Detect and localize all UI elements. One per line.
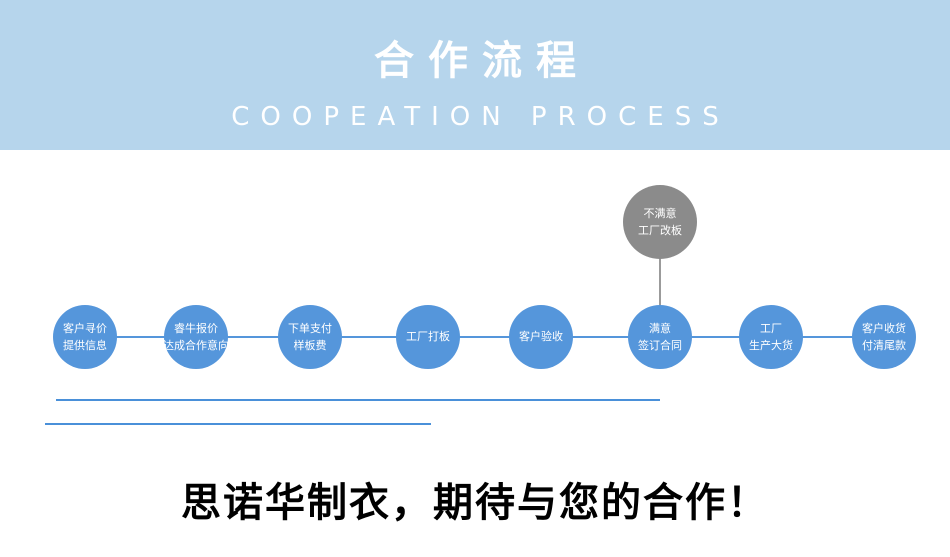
flow-node-line: 工厂 <box>760 321 782 335</box>
banner: 合作流程 COOPEATION PROCESS <box>0 0 950 150</box>
flow-node-satisfied-sign-contract: 满意 签订合同 <box>628 305 692 369</box>
flow-node-factory-bulk-production: 工厂 生产大货 <box>739 305 803 369</box>
flow-node-line: 下单支付 <box>288 321 332 335</box>
flow-node-line: 睿牛报价 <box>174 321 218 335</box>
flow-node-line: 付清尾款 <box>862 339 906 352</box>
flow-node-line: 客户寻价 <box>63 321 107 335</box>
flow-node-line: 客户验收 <box>519 330 563 344</box>
flow-node-factory-sample: 工厂打板 <box>396 305 460 369</box>
decor-underline-primary <box>56 399 660 401</box>
flow-node-order-sample-fee: 下单支付 样板费 <box>278 305 342 369</box>
banner-title: 合作流程 <box>374 38 590 84</box>
flow-connector-line <box>85 336 884 338</box>
flow-node-line: 签订合同 <box>638 339 682 352</box>
flow-node-line: 生产大货 <box>749 339 793 352</box>
flow-node-dissatisfied-revise: 不满意 工厂改板 <box>623 185 697 259</box>
flow-node-line: 满意 <box>649 321 671 335</box>
flow-node-line: 提供信息 <box>63 339 107 352</box>
flow-node-receive-goods-final-payment: 客户收货 付清尾款 <box>852 305 916 369</box>
flow-node-line: 工厂打板 <box>406 330 450 344</box>
flow-node-line: 工厂改板 <box>638 224 682 237</box>
flow-node-customer-acceptance: 客户验收 <box>509 305 573 369</box>
branch-connector-line <box>659 256 661 306</box>
decor-underline-secondary <box>45 423 431 425</box>
banner-subtitle: COOPEATION PROCESS <box>231 102 730 132</box>
flow-node-line: 不满意 <box>643 206 677 220</box>
flow-node-line: 达成合作意向 <box>163 339 229 352</box>
flow-node-line: 样板费 <box>293 339 327 352</box>
slogan-text: 思诺华制衣，期待与您的合作！ <box>181 480 769 526</box>
flow-node-line: 客户收货 <box>862 321 906 335</box>
flow-node-customer-inquiry: 客户寻价 提供信息 <box>53 305 117 369</box>
flow-node-quotation-agreement: 睿牛报价 达成合作意向 <box>163 305 229 369</box>
